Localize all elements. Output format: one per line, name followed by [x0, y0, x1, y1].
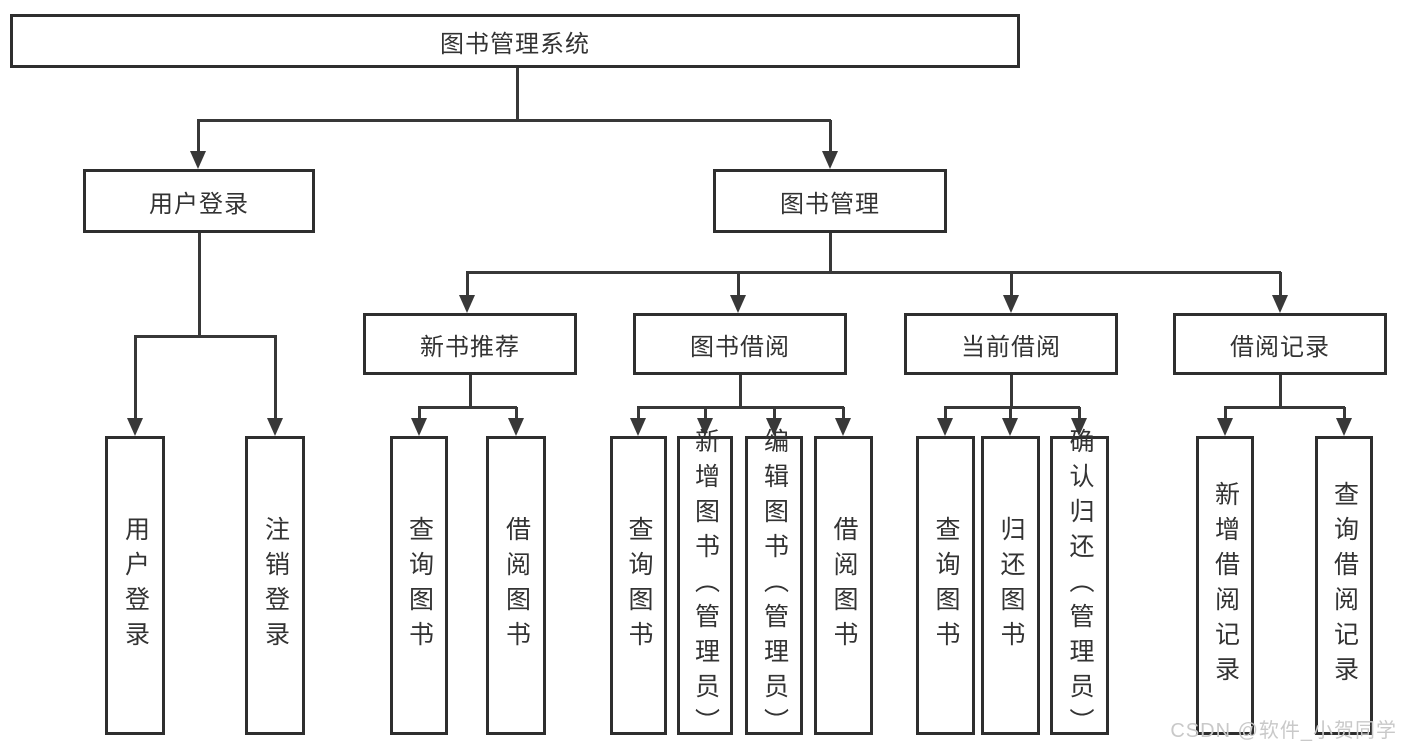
- node-label: 借阅图书: [830, 515, 858, 656]
- connector-line: [1279, 375, 1282, 407]
- arrow-down-icon: [508, 418, 524, 436]
- arrow-down-icon: [190, 151, 206, 169]
- arrow-down-icon: [411, 418, 427, 436]
- node-leaf-borrow-books-2: 借阅图书: [814, 436, 873, 735]
- connector-line: [515, 407, 518, 420]
- connector-line: [198, 233, 201, 336]
- connector-line: [469, 375, 472, 407]
- node-leaf-add-borrow-record: 新增借阅记录: [1196, 436, 1254, 735]
- node-leaf-query-borrow-record: 查询借阅记录: [1315, 436, 1373, 735]
- node-book-management: 图书管理: [713, 169, 947, 233]
- connector-line: [944, 406, 1080, 409]
- arrow-down-icon: [822, 151, 838, 169]
- node-leaf-logout: 注销登录: [245, 436, 305, 735]
- arrow-down-icon: [459, 295, 475, 313]
- connector-line: [516, 68, 519, 121]
- arrow-down-icon: [697, 418, 713, 436]
- node-leaf-borrow-books-1: 借阅图书: [486, 436, 546, 735]
- node-book-borrow: 图书借阅: [633, 313, 847, 375]
- arrow-down-icon: [937, 418, 953, 436]
- connector-line: [944, 407, 947, 420]
- connector-line: [637, 407, 640, 420]
- connector-line: [637, 406, 844, 409]
- connector-line: [197, 119, 831, 122]
- connector-line: [1224, 407, 1227, 420]
- arrow-down-icon: [1003, 295, 1019, 313]
- connector-line: [1343, 407, 1346, 420]
- connector-line: [1224, 406, 1345, 409]
- connector-line: [1078, 407, 1081, 420]
- connector-line: [134, 335, 277, 338]
- arrow-down-icon: [127, 418, 143, 436]
- connector-line: [829, 233, 832, 272]
- node-leaf-query-books-1: 查询图书: [390, 436, 448, 735]
- arrow-down-icon: [835, 418, 851, 436]
- connector-line: [197, 120, 200, 153]
- node-label: 图书借阅: [690, 333, 790, 361]
- node-label: 当前借阅: [961, 333, 1061, 361]
- arrow-down-icon: [1272, 295, 1288, 313]
- arrow-down-icon: [730, 295, 746, 313]
- node-label: 借阅记录: [1230, 333, 1330, 361]
- node-label: 新增借阅记录: [1211, 480, 1240, 691]
- node-label: 用户登录: [149, 190, 249, 218]
- arrow-down-icon: [766, 418, 782, 436]
- node-label: 查询图书: [405, 515, 434, 656]
- node-label: 查询图书: [932, 515, 960, 656]
- node-borrow-records: 借阅记录: [1173, 313, 1387, 375]
- connector-line: [134, 336, 137, 420]
- node-label: 归还图书: [997, 515, 1025, 656]
- node-label: 注销登录: [261, 515, 290, 656]
- connector-line: [466, 272, 469, 298]
- node-label: 确认归还（管理员）: [1066, 428, 1094, 743]
- arrow-down-icon: [1336, 418, 1352, 436]
- node-new-book-recommend: 新书推荐: [363, 313, 577, 375]
- node-leaf-edit-books-admin: 编辑图书（管理员）: [745, 428, 803, 743]
- arrow-down-icon: [1071, 418, 1087, 436]
- arrow-down-icon: [1002, 418, 1018, 436]
- arrow-down-icon: [267, 418, 283, 436]
- connector-line: [1010, 375, 1013, 407]
- node-leaf-add-books-admin: 新增图书（管理员）: [677, 428, 733, 743]
- connector-line: [773, 407, 776, 420]
- node-leaf-return-books: 归还图书: [981, 436, 1040, 735]
- connector-line: [466, 271, 1281, 274]
- node-current-borrow: 当前借阅: [904, 313, 1118, 375]
- node-label: 新增图书（管理员）: [691, 428, 720, 743]
- node-label: 图书管理系统: [440, 30, 590, 58]
- connector-line: [418, 406, 517, 409]
- node-label: 查询图书: [625, 515, 653, 656]
- connector-line: [418, 407, 421, 420]
- connector-line: [842, 407, 845, 420]
- connector-line: [737, 272, 740, 298]
- node-label: 编辑图书（管理员）: [760, 428, 789, 743]
- node-leaf-query-books-3: 查询图书: [916, 436, 975, 735]
- node-label: 用户登录: [121, 515, 150, 656]
- node-label: 查询借阅记录: [1330, 480, 1359, 691]
- connector-line: [1010, 272, 1013, 298]
- connector-line: [739, 375, 742, 407]
- connector-line: [704, 407, 707, 420]
- csdn-watermark: CSDN @软件_小贺同学: [1170, 720, 1397, 742]
- connector-line: [274, 336, 277, 420]
- connector-line: [829, 120, 832, 153]
- node-label: 借阅图书: [502, 515, 531, 656]
- node-user-login: 用户登录: [83, 169, 315, 233]
- node-label: 新书推荐: [420, 333, 520, 361]
- node-leaf-query-books-2: 查询图书: [610, 436, 667, 735]
- node-leaf-confirm-return-admin: 确认归还（管理员）: [1050, 428, 1109, 743]
- arrow-down-icon: [630, 418, 646, 436]
- node-leaf-user-login: 用户登录: [105, 436, 165, 735]
- node-library-system: 图书管理系统: [10, 14, 1020, 68]
- node-label: 图书管理: [780, 190, 880, 218]
- connector-line: [1279, 272, 1282, 298]
- arrow-down-icon: [1217, 418, 1233, 436]
- connector-line: [1009, 407, 1012, 420]
